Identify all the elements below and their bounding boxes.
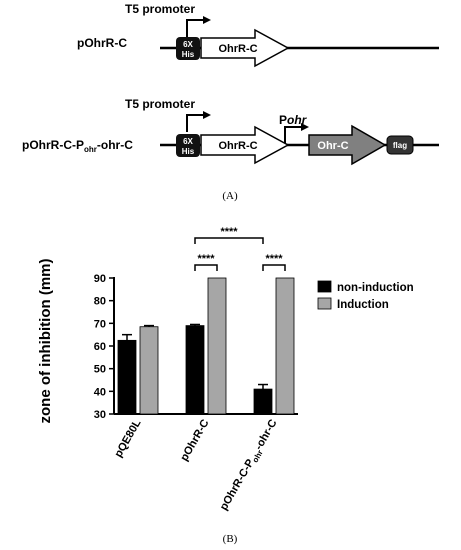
bracket-pohrr-c-pohr-induction <box>262 264 286 271</box>
legend-swatch-0 <box>317 280 332 293</box>
chart-bars <box>117 277 295 415</box>
pohr-promoter-arrow <box>284 126 303 145</box>
ohrr-c-gene-arrow-1 <box>200 28 290 68</box>
bar-induction-1 <box>207 277 227 415</box>
his-tag-text-2a: 6X <box>183 137 193 146</box>
y-tick-label: 40 <box>94 386 106 398</box>
y-axis-label: zone of inhibition (mm) <box>37 259 54 424</box>
panel-b-label: (B) <box>223 533 238 545</box>
bar-induction-2 <box>275 277 295 415</box>
legend-label-0: non-induction <box>337 282 414 294</box>
bar-non-induction-0 <box>117 339 137 415</box>
construct-1-name: pOhrR-C <box>77 36 127 50</box>
flag-tag-box <box>386 135 414 155</box>
his-tag-text-1b: His <box>182 50 195 59</box>
his-tag-text-1a: 6X <box>183 40 193 49</box>
ohr-c-gene-arrow <box>308 124 387 166</box>
bar-non-induction-1 <box>185 325 205 415</box>
bracket-pohrr-c-induction-stars: **** <box>197 253 215 265</box>
y-tick-label: 90 <box>94 273 106 285</box>
x-tick-label: pOhrR-C-Pohr-ohr-C <box>218 417 282 513</box>
x-tick-label: pOhrR-C <box>178 417 211 463</box>
panel-a-label: (A) <box>222 190 238 202</box>
flag-tag-label: flag <box>393 141 407 150</box>
ohrr-c-gene-arrow-2 <box>200 125 290 165</box>
bracket-poohr-vs-pohr <box>194 237 264 244</box>
t5-promoter-label-2: T5 promoter <box>125 97 195 111</box>
bar-chart: zone of inhibition (mm) 30 40 50 60 70 80 90 p… <box>37 226 414 513</box>
y-tick-label: 70 <box>94 318 106 330</box>
bar-induction-0 <box>139 326 159 415</box>
y-tick-label: 30 <box>94 409 106 421</box>
y-tick-label: 60 <box>94 341 106 353</box>
ohrr-c-gene-label-1: OhrR-C <box>218 43 257 55</box>
promoter-arrowhead-1 <box>203 16 211 24</box>
t5-promoter-label-1: T5 promoter <box>125 2 195 16</box>
his-tag-box-1 <box>176 37 200 60</box>
ohrr-c-gene-label-2: OhrR-C <box>218 140 257 152</box>
significance-brackets: **** **** **** <box>194 226 286 271</box>
bracket-poohr-vs-pohr-stars: **** <box>220 226 238 238</box>
legend-swatch-1 <box>317 297 332 310</box>
legend-label-1: Induction <box>337 299 389 311</box>
bracket-pohrr-c-induction <box>194 264 218 271</box>
bar-non-induction-2 <box>253 388 273 415</box>
bracket-pohrr-c-pohr-induction-stars: **** <box>265 253 283 265</box>
construct-2-name: pOhrR-C-Pohr-ohr-C <box>22 138 133 154</box>
his-tag-text-2b: His <box>182 147 195 156</box>
y-tick-label: 80 <box>94 296 106 308</box>
ohr-c-gene-label: Ohr-C <box>317 140 348 152</box>
pohr-promoter-arrowhead <box>301 123 309 131</box>
promoter-arrow-2 <box>186 114 205 132</box>
promoter-arrow-1 <box>186 19 205 37</box>
his-tag-box-2 <box>176 134 200 157</box>
y-tick-label: 50 <box>94 364 106 376</box>
promoter-arrowhead-2 <box>203 111 211 119</box>
panel-a: T5 promoter pOhrR-C 6X His OhrR-C T5 pro… <box>22 2 439 202</box>
x-tick-label: pQE80L <box>112 417 143 459</box>
pohr-promoter-label: Pohr <box>279 113 308 127</box>
